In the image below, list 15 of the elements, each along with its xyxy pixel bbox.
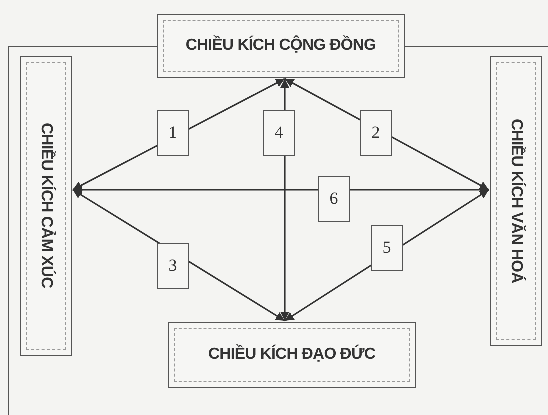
- box-title: CHIỀU KÍCH VĂN HOÁ: [507, 118, 526, 284]
- dimension-box: [20, 56, 72, 356]
- box-title: CHIỀU KÍCH CỘNG ĐỒNG: [186, 34, 376, 56]
- edge-label: 3: [157, 243, 189, 289]
- box-title: CHIỀU KÍCH CẢM XÚC: [37, 123, 56, 289]
- edge-label: 1: [157, 110, 189, 156]
- dimension-box: [490, 56, 542, 346]
- dimension-box: [168, 322, 416, 388]
- double-arrow: [73, 186, 489, 194]
- dimension-box: [157, 14, 405, 78]
- edge-label: 2: [360, 110, 392, 156]
- box-title: CHIỀU KÍCH ĐẠO ĐỨC: [208, 344, 376, 365]
- edge-label: 6: [318, 176, 350, 222]
- edge-label: 4: [263, 110, 295, 156]
- edge-label: 5: [371, 225, 403, 271]
